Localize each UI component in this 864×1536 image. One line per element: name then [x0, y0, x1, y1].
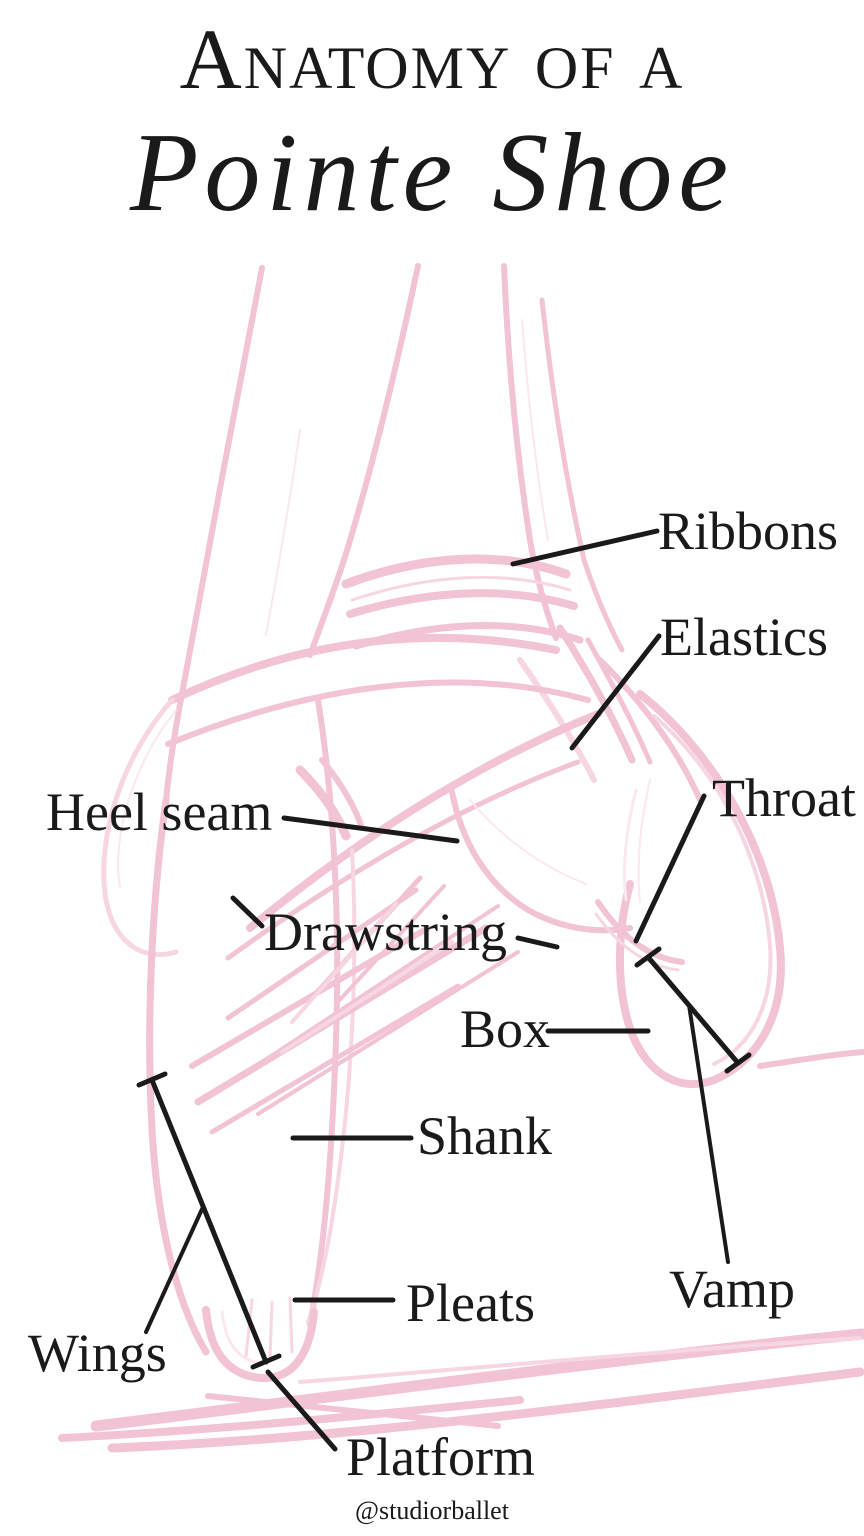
label-ribbons: Ribbons [658, 501, 839, 561]
wings-bracket-line [149, 1077, 269, 1365]
drawstring-leader-line-left [230, 895, 265, 929]
vamp-bracket-tick-top [634, 946, 662, 968]
credit-handle: @studiorballet [355, 1496, 509, 1525]
throat-leader-line [633, 793, 707, 944]
left-shoe [146, 697, 357, 1383]
label-drawstring: Drawstring [264, 902, 507, 962]
elastics-leader-line [569, 633, 662, 751]
right-shoe [594, 690, 864, 1088]
vamp-bracket-tick-bottom [724, 1052, 752, 1074]
platform-pointer-line [265, 1369, 338, 1452]
page-subtitle: Pointe Shoe [129, 111, 735, 235]
label-vamp: Vamp [669, 1259, 795, 1319]
label-heel-seam: Heel seam [46, 782, 273, 842]
label-box: Box [460, 999, 551, 1059]
vamp-bracket-line [645, 954, 741, 1066]
label-shank: Shank [417, 1106, 552, 1166]
heel-seam-leader-line [281, 815, 460, 844]
wings-pointer-line [144, 1205, 205, 1334]
ankle-ribbon-wraps [341, 554, 653, 783]
vamp-pointer-line [687, 1003, 730, 1264]
label-platform: Platform [346, 1427, 535, 1487]
label-throat: Throat [712, 768, 856, 828]
wings-bracket-tick-top [136, 1071, 168, 1088]
floor-strokes [58, 1328, 864, 1453]
drawstring-leader-line-right [515, 935, 560, 950]
left-leg [163, 263, 421, 803]
label-wings: Wings [28, 1323, 167, 1383]
label-elastics: Elastics [660, 607, 828, 667]
wings-bracket-tick-bottom [250, 1353, 282, 1370]
label-pleats: Pleats [406, 1273, 535, 1333]
page-title: Anatomy of a [179, 11, 685, 107]
wing-hatch-scribbles [189, 875, 520, 1135]
right-foot [449, 657, 703, 934]
ribbons-leader-line [510, 528, 660, 567]
